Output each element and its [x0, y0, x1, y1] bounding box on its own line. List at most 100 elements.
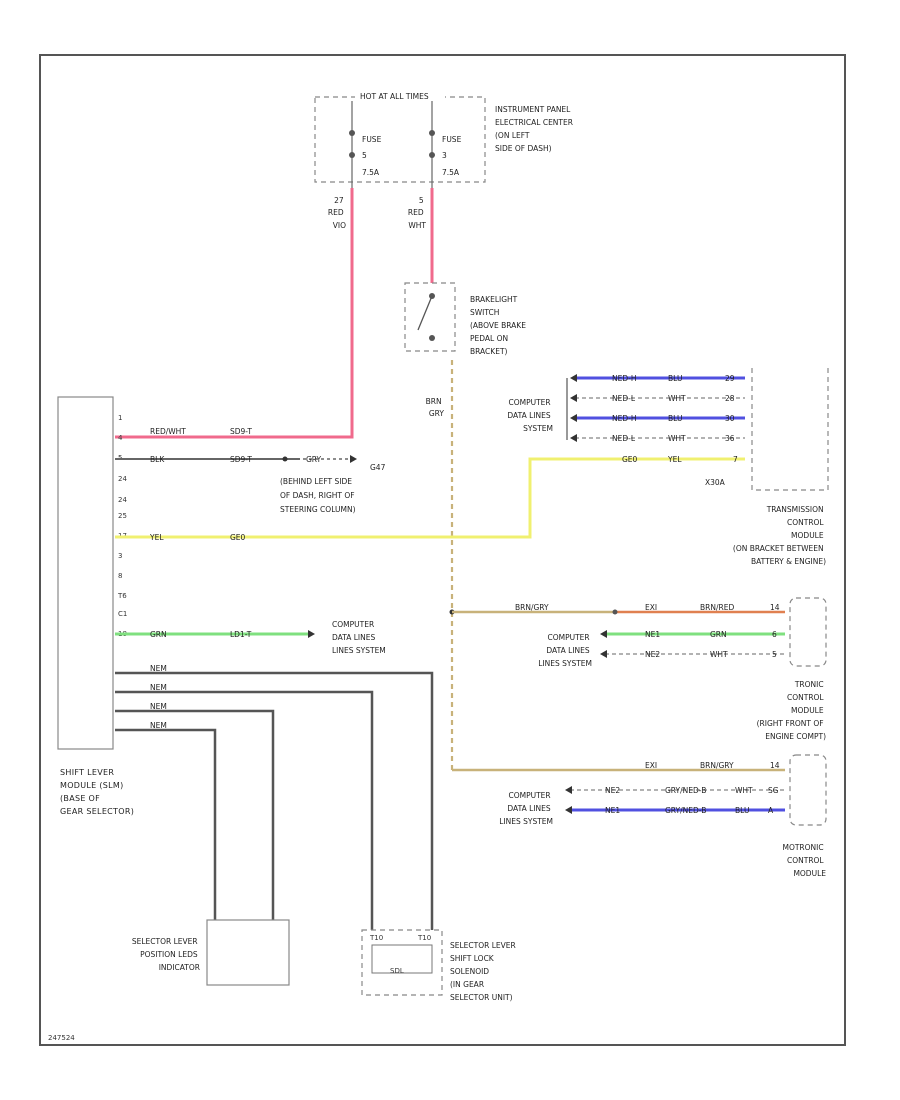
ipec-label: INSTRUMENT PANEL ELECTRICAL CENTER (ON L… [495, 105, 575, 153]
fuse-2-label: FUSE [442, 135, 462, 144]
red-wire-circuit-label: SD9-T [230, 427, 252, 436]
ecm-brn-pin: 14 [770, 603, 780, 612]
svg-text:36: 36 [725, 434, 735, 443]
fuse-1-amperage: 7.5A [362, 168, 380, 177]
svg-text:WHT: WHT [668, 394, 686, 403]
ground-description: (BEHIND LEFT SIDE OF DASH, RIGHT OF STEE… [280, 477, 357, 514]
tcm-yel-color: YEL [667, 455, 682, 464]
selector-leds-box [206, 919, 290, 986]
fuse-1-terminal-bottom [349, 152, 355, 158]
svg-text:NED-L: NED-L [612, 434, 636, 443]
svg-text:NE2: NE2 [605, 786, 620, 795]
fuse-1-label: FUSE [362, 135, 382, 144]
svg-text:GRY/NED-B: GRY/NED-B [665, 806, 706, 815]
cdl-top-row-3: NED-H BLU 30 [570, 414, 745, 423]
svg-text:NED-L: NED-L [612, 394, 636, 403]
bcm-row-2: NE1 GRY/NED-B BLU A [565, 806, 785, 815]
cdl-top-row-4: NED-L WHT 36 [570, 434, 745, 443]
brake-switch-label: BRAKELIGHT SWITCH (ABOVE BRAKE PEDAL ON … [470, 295, 528, 356]
svg-text:WHT: WHT [710, 650, 728, 659]
svg-text:30: 30 [725, 414, 735, 423]
bcm-connector-outline [789, 754, 827, 826]
tcm-yel-pin: 7 [733, 455, 738, 464]
selector-leds-label: SELECTOR LEVER POSITION LEDS INDICATOR [132, 937, 200, 972]
cdl-left-label: COMPUTER DATA LINES LINES SYSTEM [332, 620, 386, 655]
svg-text:28: 28 [725, 394, 735, 403]
tcm-connector-outline [751, 368, 829, 491]
hot-at-all-times-label: HOT AT ALL TIMES [360, 92, 429, 101]
ned-wire-4 [115, 728, 217, 920]
fuse-2-amperage: 7.5A [442, 168, 460, 177]
shift-lever-module-box [57, 396, 114, 750]
ecm-brn-color: BRN/GRY [515, 603, 549, 612]
shift-lock-title: SELECTOR LEVER SHIFT LOCK SOLENOID (IN G… [450, 941, 518, 1002]
svg-text:BLU: BLU [735, 806, 749, 815]
fuse-1-wire-label: 27 RED VIO [328, 196, 346, 230]
fuse-1-terminal-top [349, 130, 355, 136]
grn-wire-color-label: GRN [150, 630, 167, 639]
shift-lock-pin-right: T10 [417, 934, 431, 942]
ned-wire-1 [115, 671, 434, 930]
ecm-connector-outline [789, 597, 827, 667]
svg-text:GRN: GRN [710, 630, 727, 639]
brake-wire-label: BRN GRY [426, 397, 445, 418]
fuse-2-terminal-top [429, 130, 435, 136]
svg-text:NE2: NE2 [645, 650, 660, 659]
fuse-2-number: 3 [442, 151, 447, 160]
gry-wire-label: GRY [306, 455, 322, 464]
shift-lock-outline [361, 929, 443, 996]
svg-text:NED-H: NED-H [612, 374, 636, 383]
svg-text:5: 5 [772, 650, 777, 659]
blk-wire-circuit-label: SD9-T [230, 455, 252, 464]
diagram-code: 247524 [48, 1034, 75, 1042]
yel-wire-circuit-label: GE0 [230, 533, 246, 542]
svg-text:WHT: WHT [668, 434, 686, 443]
ned-wire-2 [115, 690, 374, 930]
ecm-title: TRONIC CONTROL MODULE (RIGHT FRONT OF EN… [757, 680, 826, 741]
svg-text:WHT: WHT [735, 786, 753, 795]
bcm-title: MOTRONIC CONTROL MODULE [782, 843, 826, 878]
tcm-title: TRANSMISSION CONTROL MODULE (ON BRACKET … [733, 505, 826, 566]
ecm-brn-color-2: BRN/RED [700, 603, 734, 612]
shift-lock-component: SDL [390, 967, 404, 975]
svg-text:SG: SG [768, 786, 779, 795]
svg-text:GRY/NED-B: GRY/NED-B [665, 786, 706, 795]
fuse-2-terminal-bottom [429, 152, 435, 158]
bcm-brn-color: BRN/GRY [700, 761, 734, 770]
grn-wire-arrow-icon [308, 630, 315, 638]
yel-wire-color-label: YEL [149, 533, 164, 542]
yel-wire-slm-tcm [115, 457, 745, 539]
ned-wire-2-label: NEM [150, 683, 167, 692]
slm-title: SHIFT LEVER MODULE (SLM) (BASE OF GEAR S… [60, 768, 134, 816]
grn-wire-circuit-label: LD1-T [230, 630, 252, 639]
shift-lock-pin-left: T10 [369, 934, 383, 942]
svg-text:NE1: NE1 [645, 630, 660, 639]
ned-wire-1-label: NEM [150, 664, 167, 673]
ned-wire-4-label: NEM [150, 721, 167, 730]
svg-text:NE1: NE1 [605, 806, 620, 815]
ecm-cdl-label: COMPUTER DATA LINES LINES SYSTEM [538, 633, 592, 668]
ecm-brn-circuit: EXI [645, 603, 657, 612]
slm-pin-list: 1 4 5 24 24 25 17 3 8 T6 C1 18 [117, 414, 130, 638]
ned-wire-3-label: NEM [150, 702, 167, 711]
svg-text:6: 6 [772, 630, 777, 639]
cdl-top-row-1: NED-H BLU 29 [570, 374, 745, 383]
ned-wire-3 [115, 709, 275, 920]
red-wire-color-label: RED/WHT [150, 427, 186, 436]
ecm-row-2: NE2 WHT 5 [600, 650, 785, 659]
cdl-top-row-2: NED-L WHT 28 [570, 394, 745, 403]
tcm-yel-circuit: GE0 [622, 455, 638, 464]
svg-text:NED-H: NED-H [612, 414, 636, 423]
bcm-row-1: NE2 GRY/NED-B WHT SG [565, 786, 785, 795]
blk-wire-color-label: BLK [150, 455, 165, 464]
red-wire-fuse1-slm [115, 188, 354, 439]
fuse-2-wire-label: 5 RED WHT [408, 196, 427, 230]
svg-text:29: 29 [725, 374, 735, 383]
brake-switch-outline [404, 282, 456, 352]
ground-arrow-icon [350, 455, 357, 463]
svg-text:BLU: BLU [668, 374, 682, 383]
ground-id: G47 [370, 463, 386, 472]
tcm-connector-id: X30A [705, 478, 726, 487]
diagram-frame [39, 54, 846, 1046]
